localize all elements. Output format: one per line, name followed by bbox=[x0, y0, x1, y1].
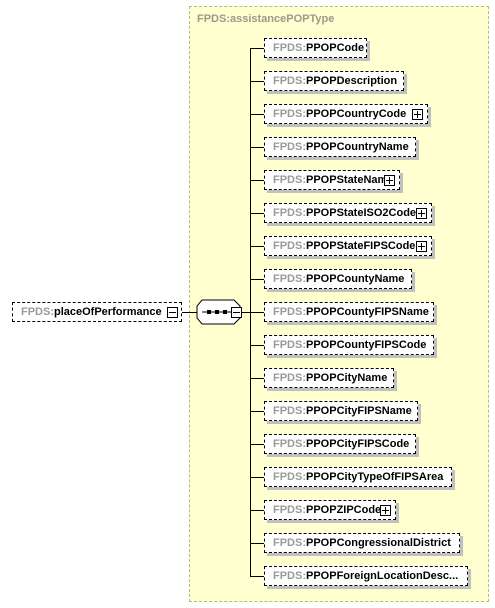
child-connector bbox=[250, 411, 264, 412]
child-connector bbox=[250, 147, 264, 148]
element-name: PPOPDescription bbox=[306, 75, 398, 87]
child-connector bbox=[250, 510, 264, 511]
element-prefix: FPDS: bbox=[273, 42, 306, 54]
connector-root-sequence bbox=[182, 312, 198, 313]
child-connector bbox=[250, 114, 264, 115]
child-element-box[interactable]: FPDS:PPOPCountryName bbox=[264, 137, 416, 157]
child-connector bbox=[250, 48, 264, 49]
child-element-box[interactable]: FPDS:PPOPCityFIPSCode bbox=[264, 434, 416, 454]
sequence-collapse-icon[interactable] bbox=[231, 307, 242, 318]
element-name: PPOPZIPCode bbox=[306, 504, 382, 516]
root-element-box[interactable]: FPDS:placeOfPerformance bbox=[12, 302, 182, 322]
element-name: PPOPForeignLocationDesc... bbox=[306, 570, 459, 582]
element-prefix: FPDS: bbox=[273, 75, 306, 87]
element-prefix: FPDS: bbox=[273, 108, 306, 120]
element-prefix: FPDS: bbox=[273, 405, 306, 417]
element-name: PPOPStateName bbox=[306, 174, 394, 186]
child-element-box[interactable]: FPDS:PPOPZIPCode bbox=[264, 500, 396, 520]
child-element-box[interactable]: FPDS:PPOPCountryCode bbox=[264, 104, 428, 124]
child-element-box[interactable]: FPDS:PPOPForeignLocationDesc... bbox=[264, 566, 468, 586]
child-element-box[interactable]: FPDS:PPOPStateISO2Code bbox=[264, 203, 432, 223]
child-element-box[interactable]: FPDS:PPOPCityFIPSName bbox=[264, 401, 418, 421]
element-name: PPOPCountryName bbox=[306, 141, 409, 153]
element-name: PPOPCountyName bbox=[306, 273, 405, 285]
element-prefix: FPDS: bbox=[273, 504, 306, 516]
element-prefix: FPDS: bbox=[273, 273, 306, 285]
element-prefix: FPDS: bbox=[273, 174, 306, 186]
child-element-box[interactable]: FPDS:PPOPCode bbox=[264, 38, 367, 58]
child-connector bbox=[250, 576, 264, 577]
child-connector bbox=[250, 477, 264, 478]
element-name: PPOPStateFIPSCode bbox=[306, 240, 416, 252]
child-connector bbox=[250, 246, 264, 247]
element-prefix: FPDS: bbox=[273, 306, 306, 318]
root-element-prefix: FPDS: bbox=[21, 306, 54, 318]
type-prefix: FPDS: bbox=[197, 13, 230, 25]
expand-icon[interactable] bbox=[380, 505, 391, 516]
child-element-box[interactable]: FPDS:PPOPCityName bbox=[264, 368, 394, 388]
expand-icon[interactable] bbox=[416, 208, 427, 219]
element-prefix: FPDS: bbox=[273, 372, 306, 384]
connector-sequence-trunk bbox=[242, 312, 250, 313]
element-name: PPOPCityFIPSCode bbox=[306, 438, 410, 450]
child-element-box[interactable]: FPDS:PPOPCountyFIPSCode bbox=[264, 335, 434, 355]
expand-icon[interactable] bbox=[384, 175, 395, 186]
element-prefix: FPDS: bbox=[273, 141, 306, 153]
child-element-box[interactable]: FPDS:PPOPStateName bbox=[264, 170, 400, 190]
element-name: PPOPCongressionalDistrict bbox=[306, 537, 451, 549]
child-element-box[interactable]: FPDS:PPOPCountyFIPSName bbox=[264, 302, 434, 322]
child-element-box[interactable]: FPDS:PPOPCityTypeOfFIPSArea bbox=[264, 467, 452, 487]
child-connector bbox=[250, 180, 264, 181]
child-connector bbox=[250, 81, 264, 82]
element-name: PPOPCountryCode bbox=[306, 108, 407, 120]
element-prefix: FPDS: bbox=[273, 471, 306, 483]
child-element-box[interactable]: FPDS:PPOPCongressionalDistrict bbox=[264, 533, 460, 553]
child-connector bbox=[250, 345, 264, 346]
child-connector bbox=[250, 444, 264, 445]
element-prefix: FPDS: bbox=[273, 240, 306, 252]
child-connector bbox=[250, 279, 264, 280]
element-prefix: FPDS: bbox=[273, 339, 306, 351]
child-connector bbox=[250, 312, 264, 313]
element-name: PPOPCityTypeOfFIPSArea bbox=[306, 471, 444, 483]
element-name: PPOPCityName bbox=[306, 372, 388, 384]
element-name: PPOPStateISO2Code bbox=[306, 207, 417, 219]
complex-type-title: FPDS:assistancePOPType bbox=[197, 13, 334, 25]
expand-icon[interactable] bbox=[416, 241, 427, 252]
child-connector bbox=[250, 543, 264, 544]
child-element-box[interactable]: FPDS:PPOPStateFIPSCode bbox=[264, 236, 432, 256]
type-name: assistancePOPType bbox=[230, 13, 335, 25]
child-element-box[interactable]: FPDS:PPOPCountyName bbox=[264, 269, 412, 289]
element-prefix: FPDS: bbox=[273, 207, 306, 219]
root-element-name: placeOfPerformance bbox=[54, 306, 162, 318]
element-prefix: FPDS: bbox=[273, 537, 306, 549]
child-connector bbox=[250, 213, 264, 214]
element-name: PPOPCityFIPSName bbox=[306, 405, 412, 417]
child-connector bbox=[250, 378, 264, 379]
expand-icon[interactable] bbox=[412, 109, 423, 120]
element-name: PPOPCode bbox=[306, 42, 365, 54]
element-prefix: FPDS: bbox=[273, 570, 306, 582]
element-name: PPOPCountyFIPSCode bbox=[306, 339, 427, 351]
element-prefix: FPDS: bbox=[273, 438, 306, 450]
child-element-box[interactable]: FPDS:PPOPDescription bbox=[264, 71, 404, 91]
sequence-icon[interactable] bbox=[196, 299, 252, 325]
element-name: PPOPCountyFIPSName bbox=[306, 306, 429, 318]
collapse-icon[interactable] bbox=[167, 307, 178, 318]
